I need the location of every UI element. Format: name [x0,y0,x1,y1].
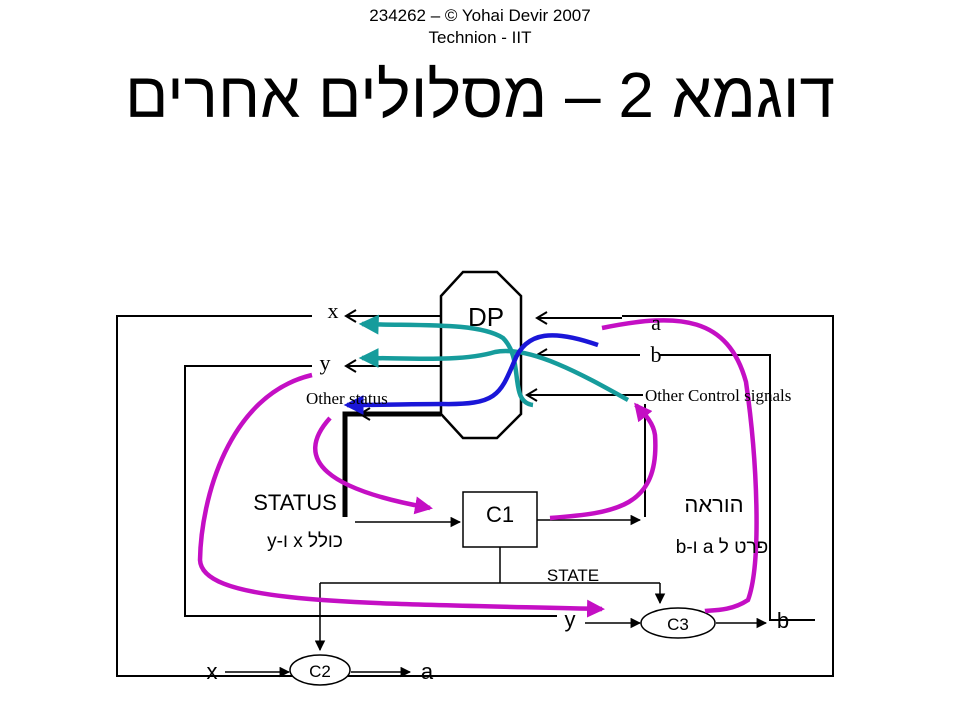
y-output-label: y [320,350,331,375]
header-institution: Technion - IIT [428,28,532,47]
c3-output-label: b [777,608,789,633]
frame-a-right [445,315,834,677]
instruction-sublabel: פרט ל a ו-b [676,537,768,558]
c2-label: C2 [309,662,331,681]
header-copyright: 234262 – © Yohai Devir 2007 [369,6,591,25]
x-output-label: x [328,298,339,323]
state-label: STATE [547,566,599,585]
c1-label: C1 [486,502,514,527]
status-sublabel: כולל x ו-y [267,531,343,552]
frame-b-right [660,354,815,621]
status-label: STATUS [253,490,337,515]
c3-input-label: y [565,607,576,632]
magenta-path-y [197,372,605,618]
blue-path [343,333,599,415]
a-input-label: a [651,310,661,335]
frame-b-loop [184,365,557,617]
teal-path-x [358,314,534,408]
instruction-label: הוראה [684,492,743,517]
b-input-label: b [651,342,662,367]
c2-input-label: x [207,659,218,684]
c3-label: C3 [667,615,689,634]
other-control-label: Other Control signals [645,386,791,405]
other-status-label: Other status [306,389,388,408]
page-title: דוגמא 2 – מסלולים אחרים [125,59,835,131]
magenta-path-control [549,402,658,521]
magenta-path-status [312,416,433,515]
c2-output-label: a [421,659,434,684]
magenta-path-b [601,318,759,614]
teal-path-y [358,348,630,402]
